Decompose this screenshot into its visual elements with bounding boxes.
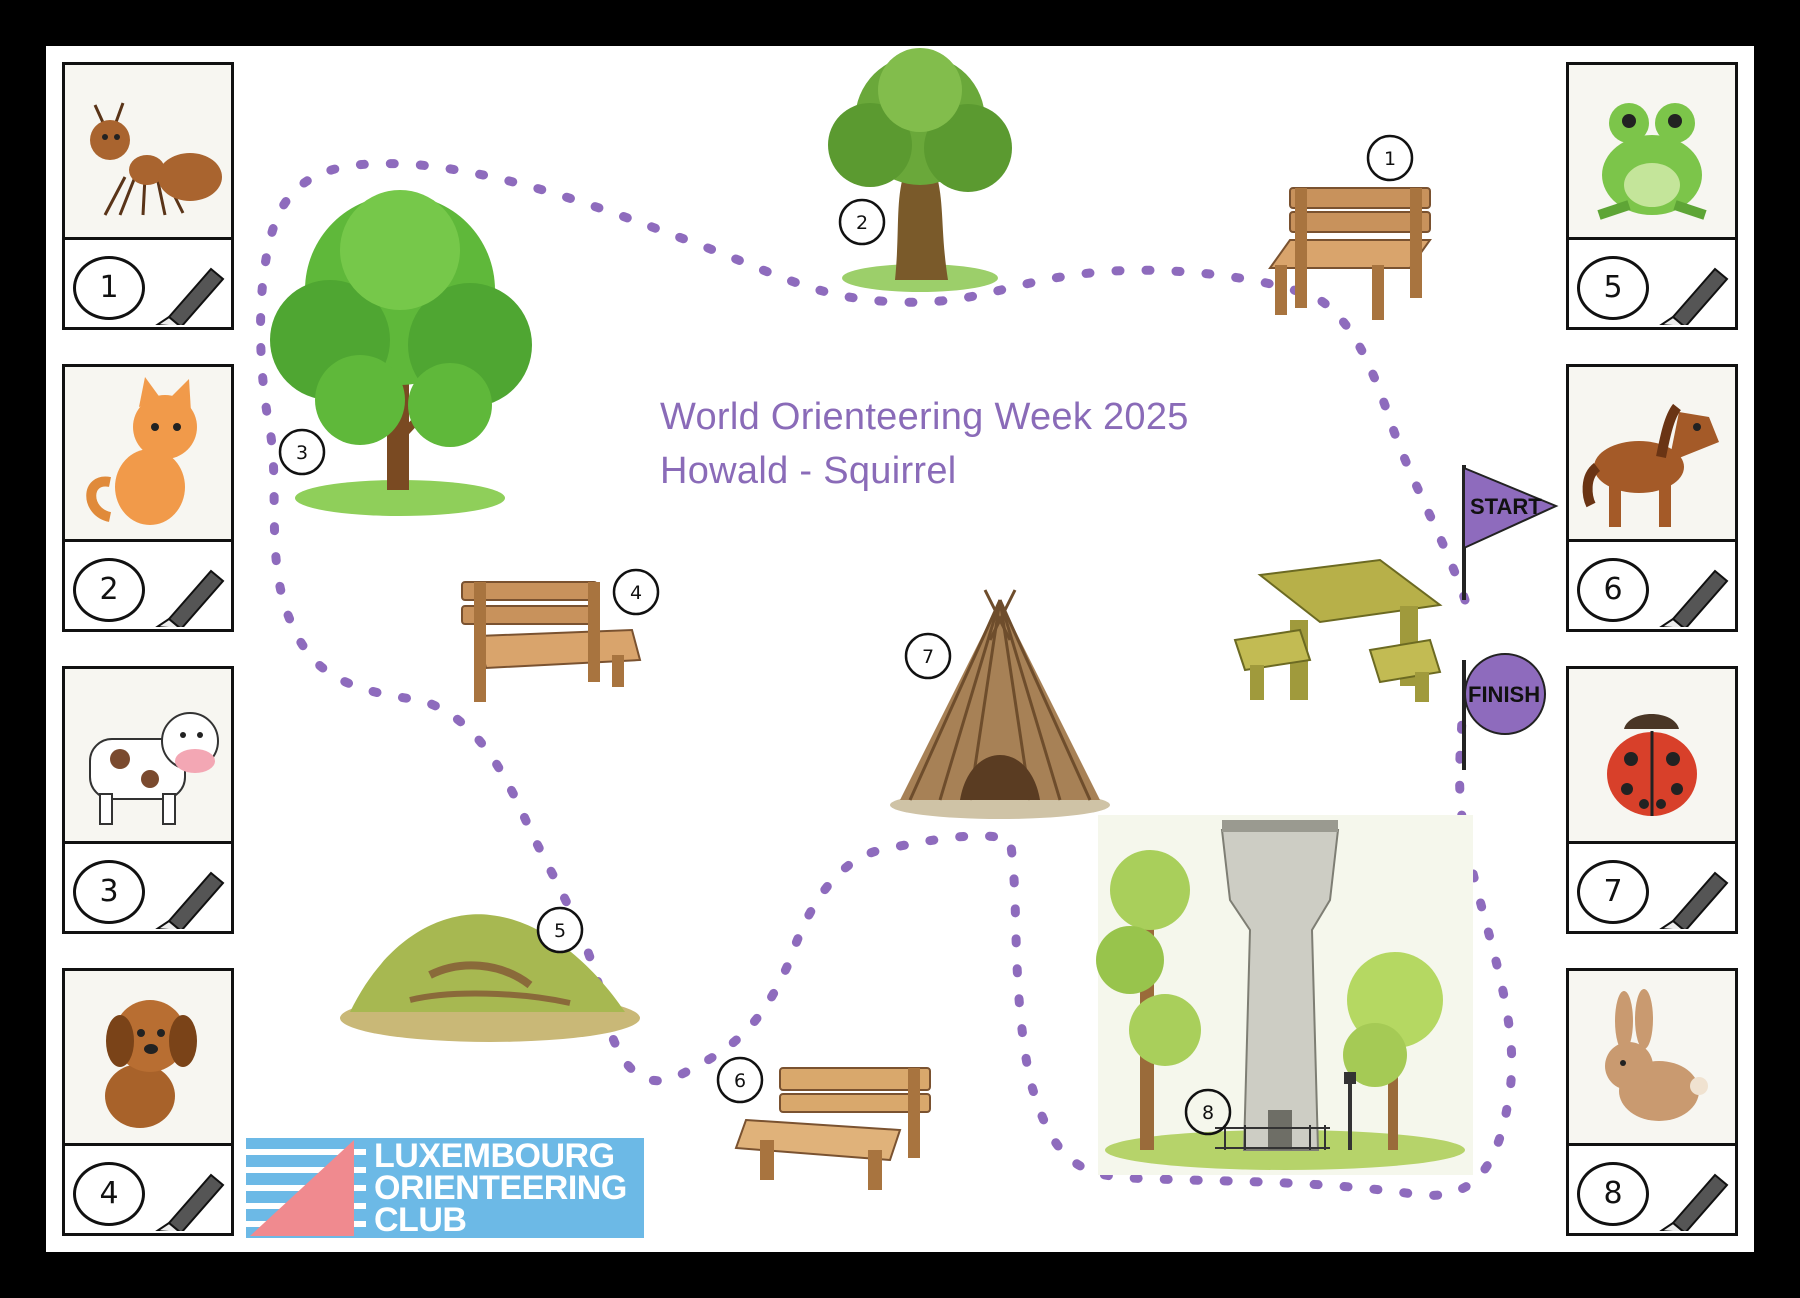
club-logo: LUXEMBOURG ORIENTEERING CLUB — [246, 1138, 644, 1238]
answer-card-3: 3 — [62, 666, 234, 934]
control-5: 5 — [536, 906, 584, 954]
feature-anthill-5 — [340, 914, 640, 1042]
horse-icon — [1569, 367, 1735, 542]
svg-text:7: 7 — [922, 646, 934, 668]
feature-bench-4 — [461, 581, 642, 702]
club-logo-graphic — [246, 1138, 644, 1238]
start-flag: START — [1462, 465, 1559, 600]
control-2: 2 — [838, 198, 886, 246]
svg-text:5: 5 — [554, 920, 566, 942]
card-number: 2 — [73, 558, 145, 622]
card-number: 1 — [73, 256, 145, 320]
crayon-icon[interactable] — [1653, 551, 1733, 627]
start-flag-pennant — [1463, 466, 1559, 550]
finish-flag: FINISH — [1462, 653, 1546, 770]
control-7: 7 — [904, 632, 952, 680]
dog-icon — [65, 971, 231, 1146]
crayon-icon[interactable] — [149, 551, 229, 627]
logo-line-2: ORIENTEERING — [374, 1169, 627, 1207]
svg-text:8: 8 — [1202, 1102, 1214, 1124]
svg-text:2: 2 — [856, 212, 868, 234]
feature-oak-tree-2 — [828, 48, 1012, 292]
answer-card-1: 1 — [62, 62, 234, 330]
answer-card-8: 8 — [1566, 968, 1738, 1236]
answer-card-6: 6 — [1566, 364, 1738, 632]
ant-icon — [65, 65, 231, 240]
start-flag-label: START — [1470, 494, 1542, 519]
answer-card-4: 4 — [62, 968, 234, 1236]
feature-bench-1 — [1268, 187, 1432, 320]
control-1: 1 — [1366, 134, 1414, 182]
control-6: 6 — [716, 1056, 764, 1104]
crayon-icon[interactable] — [149, 853, 229, 929]
logo-line-3: CLUB — [374, 1201, 467, 1239]
cow-icon — [65, 669, 231, 844]
feature-water-tower-8 — [1096, 815, 1473, 1175]
crayon-icon[interactable] — [149, 249, 229, 325]
answer-card-5: 5 — [1566, 62, 1738, 330]
svg-text:4: 4 — [630, 582, 642, 604]
svg-text:3: 3 — [296, 442, 308, 464]
svg-text:1: 1 — [1384, 148, 1396, 170]
ladybug-icon — [1569, 669, 1735, 844]
finish-flag-disc — [1464, 653, 1546, 735]
svg-text:6: 6 — [734, 1070, 746, 1092]
answer-card-7: 7 — [1566, 666, 1738, 934]
rabbit-icon — [1569, 971, 1735, 1146]
card-number: 6 — [1577, 558, 1649, 622]
crayon-icon[interactable] — [1653, 853, 1733, 929]
control-3: 3 — [278, 428, 326, 476]
cat-icon — [65, 367, 231, 542]
card-number: 4 — [73, 1162, 145, 1226]
finish-flag-label: FINISH — [1468, 682, 1540, 707]
control-4: 4 — [612, 568, 660, 616]
logo-line-1: LUXEMBOURG — [374, 1137, 615, 1175]
feature-tree-3 — [270, 190, 532, 516]
picnic-table — [1233, 558, 1443, 702]
card-number: 5 — [1577, 256, 1649, 320]
crayon-icon[interactable] — [1653, 1155, 1733, 1231]
card-number: 8 — [1577, 1162, 1649, 1226]
map-subtitle: Howald - Squirrel — [660, 450, 957, 492]
frog-icon — [1569, 65, 1735, 240]
crayon-icon[interactable] — [149, 1155, 229, 1231]
card-number: 3 — [73, 860, 145, 924]
crayon-icon[interactable] — [1653, 249, 1733, 325]
card-number: 7 — [1577, 860, 1649, 924]
answer-card-2: 2 — [62, 364, 234, 632]
map-title: World Orienteering Week 2025 — [660, 396, 1189, 438]
route-path — [256, 159, 1517, 1200]
feature-stick-shelter-7 — [890, 589, 1110, 819]
control-8: 8 — [1184, 1088, 1232, 1136]
feature-bench-6 — [734, 1067, 931, 1190]
